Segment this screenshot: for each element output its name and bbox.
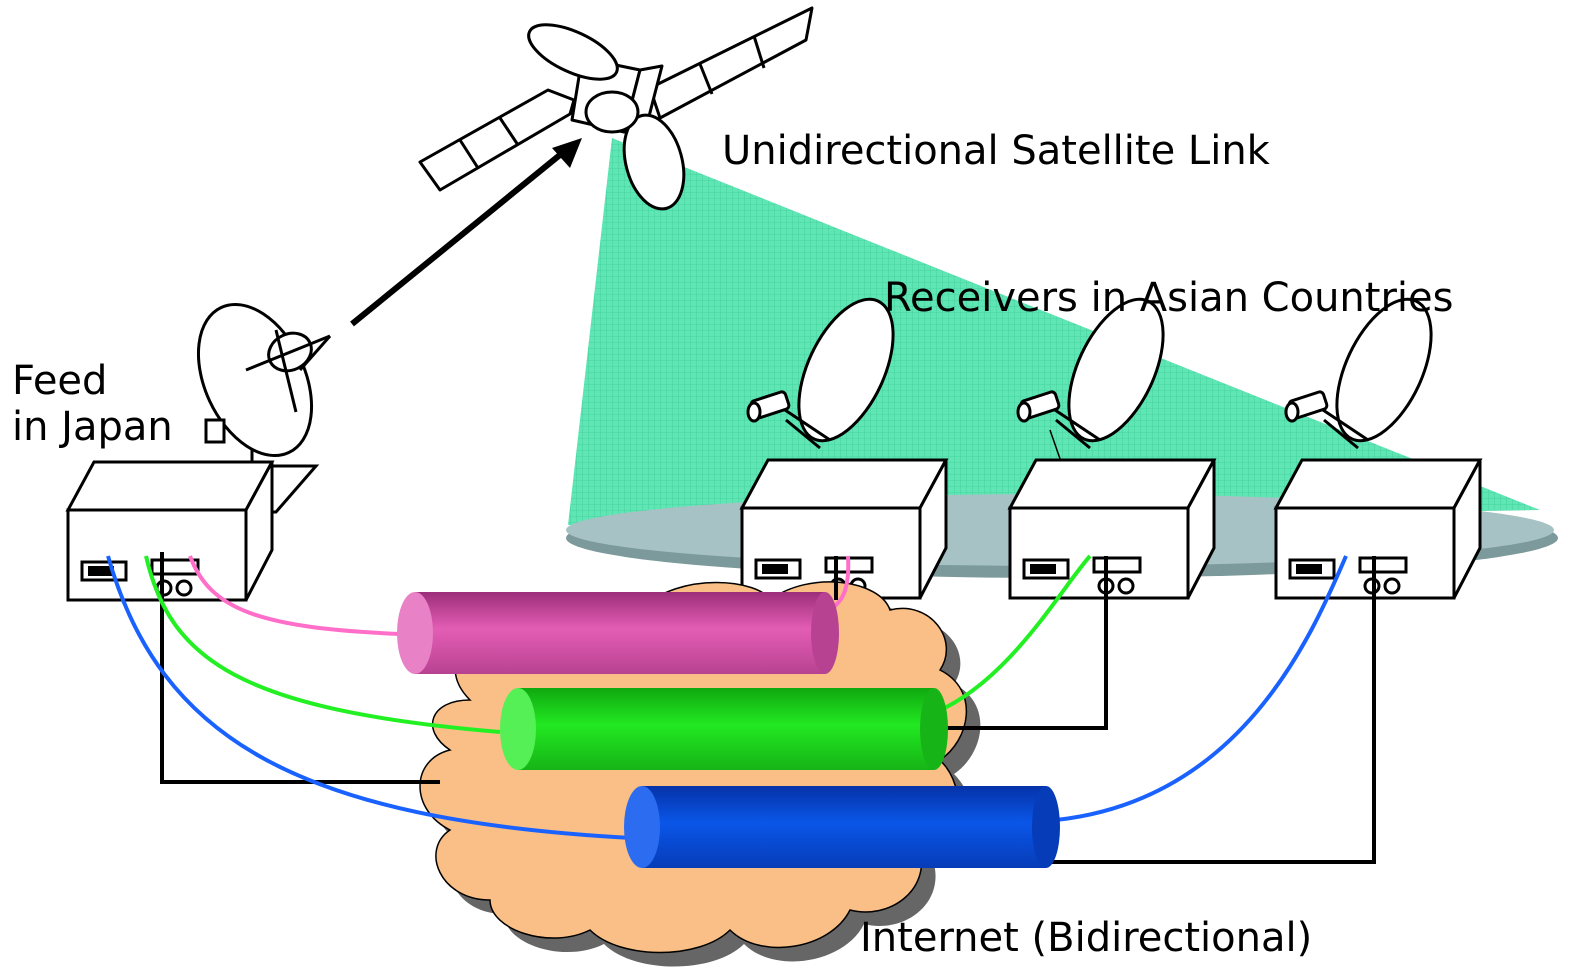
satellite-icon bbox=[418, 6, 814, 211]
feed-label-line2: in Japan bbox=[12, 404, 173, 450]
receiver-box-icon bbox=[740, 458, 948, 600]
tunnel-icon bbox=[500, 688, 948, 770]
tunnel-icon bbox=[624, 786, 1060, 868]
feed-box-icon bbox=[66, 460, 274, 602]
wired-links bbox=[160, 552, 1376, 864]
receiver-box-icon bbox=[1008, 458, 1216, 600]
feed-label: Feed in Japan bbox=[12, 358, 173, 450]
tunnel-lines bbox=[106, 554, 1348, 840]
internet-label: Internet (Bidirectional) bbox=[860, 915, 1313, 961]
receiver-box-icon bbox=[1274, 458, 1482, 600]
satellite-link-label: Unidirectional Satellite Link bbox=[722, 128, 1270, 174]
uplink-arrow bbox=[350, 138, 582, 327]
feed-label-line1: Feed bbox=[12, 358, 108, 404]
tunnel-icon bbox=[397, 592, 839, 674]
receivers-label: Receivers in Asian Countries bbox=[884, 275, 1454, 321]
